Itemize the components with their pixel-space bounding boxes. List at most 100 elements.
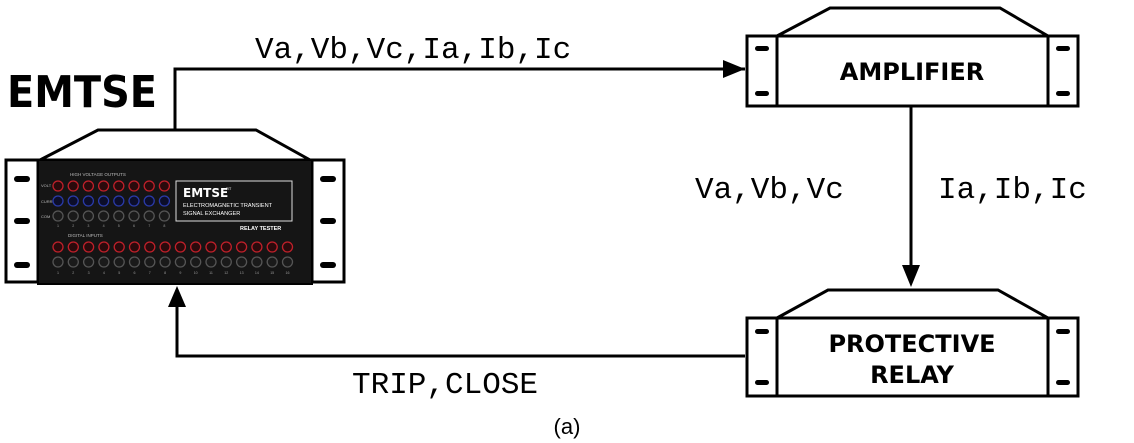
curr-jack xyxy=(97,195,110,207)
panel-row-volt: VOLT xyxy=(41,183,52,188)
digital-channel-number: 3 xyxy=(88,271,90,275)
digital-input-jack xyxy=(144,241,156,253)
digital-input-jack xyxy=(281,241,294,253)
arrowhead-to-relay xyxy=(902,265,920,287)
amplifier-top-cover xyxy=(776,6,1054,38)
signal-label-trip-close: TRIP,CLOSE xyxy=(352,368,538,403)
digital-input-jack xyxy=(190,241,202,253)
digital-input-com-jack xyxy=(52,256,64,268)
digital-input-jack xyxy=(205,241,217,253)
emtse-title: EMTSE xyxy=(7,67,157,118)
volt-jack xyxy=(82,180,95,192)
digital-input-com-jack xyxy=(220,256,232,268)
channel-number: 5 xyxy=(118,224,120,228)
digital-input-jack xyxy=(266,241,278,253)
relay-label-line1: PROTECTIVE xyxy=(828,330,995,358)
digital-input-jack xyxy=(82,241,95,253)
channel-number: 8 xyxy=(163,224,165,228)
digital-input-jack xyxy=(113,241,125,253)
digital-channel-number: 7 xyxy=(149,271,151,275)
digital-input-jack xyxy=(174,241,187,253)
channel-number: 2 xyxy=(72,224,74,228)
panel-row-com: COM xyxy=(41,214,50,219)
digital-input-com-jack xyxy=(190,256,202,268)
panel-section-digital: DIGITAL INPUTS xyxy=(68,233,103,238)
volt-jack xyxy=(113,180,125,192)
digital-channel-number: 14 xyxy=(255,271,259,275)
relay-label-line2: RELAY xyxy=(870,361,954,389)
digital-input-com-jack xyxy=(98,256,110,268)
digital-channel-number: 13 xyxy=(240,271,244,275)
digital-channel-number: 9 xyxy=(179,271,181,275)
digital-input-com-jack xyxy=(159,256,171,268)
digital-input-jack xyxy=(98,241,110,253)
digital-input-com-jack xyxy=(281,256,294,268)
digital-input-jack xyxy=(251,241,263,253)
signal-line-trip-close xyxy=(175,305,745,358)
digital-input-jack xyxy=(67,241,79,253)
digital-channel-number: 4 xyxy=(103,271,105,275)
panel-row-curr: CURR xyxy=(41,199,53,204)
display-line1: ELECTROMAGNETIC TRANSIENT xyxy=(183,203,273,209)
digital-channel-number: 11 xyxy=(209,271,213,275)
channel-number: 3 xyxy=(87,224,89,228)
com-jack xyxy=(52,210,64,222)
digital-input-jack xyxy=(159,241,171,253)
digital-channel-number: 12 xyxy=(224,271,228,275)
curr-jack xyxy=(113,195,125,207)
com-jack xyxy=(97,210,110,222)
curr-jack xyxy=(82,195,95,207)
curr-jack xyxy=(52,195,64,207)
digital-input-jack xyxy=(52,241,64,253)
signal-label-voltages: Va,Vb,Vc xyxy=(695,173,844,208)
channel-number: 4 xyxy=(103,224,105,228)
channel-number: 1 xyxy=(57,224,59,228)
signal-line-to-amplifier xyxy=(173,67,745,130)
com-jack xyxy=(82,210,95,222)
curr-jack xyxy=(143,195,155,207)
arrowhead-to-emtse xyxy=(168,286,186,307)
volt-jack xyxy=(52,180,64,192)
digital-channel-number: 1 xyxy=(57,271,59,275)
volt-jack xyxy=(158,180,171,192)
digital-channel-number: 5 xyxy=(118,271,120,275)
relay-body xyxy=(775,316,1050,398)
digital-channel-number: 6 xyxy=(134,271,136,275)
protective-relay-device: PROTECTIVE RELAY xyxy=(745,288,1080,398)
emtse-top-cover xyxy=(39,128,316,162)
com-jack xyxy=(67,210,79,222)
amplifier-label: AMPLIFIER xyxy=(840,58,984,86)
curr-jack xyxy=(67,195,79,207)
com-jack xyxy=(143,210,155,222)
digital-channel-number: 2 xyxy=(72,271,74,275)
volt-jack xyxy=(143,180,155,192)
amplifier-body xyxy=(775,34,1050,108)
com-jack xyxy=(158,210,171,222)
volt-jack xyxy=(67,180,79,192)
curr-jack xyxy=(158,195,171,207)
com-jack xyxy=(128,210,140,222)
digital-input-com-jack xyxy=(144,256,156,268)
panel-section-high-voltage: HIGH VOLTAGE OUTPUTS xyxy=(70,172,126,177)
volt-jack xyxy=(97,180,110,192)
digital-input-com-jack xyxy=(251,256,263,268)
digital-input-jack xyxy=(235,241,248,253)
arrowhead-to-amplifier xyxy=(723,60,745,78)
digital-input-com-jack xyxy=(235,256,248,268)
display-footer: RELAY TESTER xyxy=(240,226,281,232)
digital-input-com-jack xyxy=(128,256,141,268)
digital-input-com-jack xyxy=(205,256,217,268)
signal-label-top: Va,Vb,Vc,Ia,Ib,Ic xyxy=(255,33,571,68)
curr-jack xyxy=(128,195,140,207)
display-superscript: RT xyxy=(226,186,232,191)
digital-input-com-jack xyxy=(174,256,187,268)
digital-input-jack xyxy=(220,241,232,253)
display-line2: SIGNAL EXCHANGER xyxy=(183,211,240,217)
digital-input-com-jack xyxy=(113,256,125,268)
emtse-display xyxy=(175,180,293,222)
digital-channel-number: 8 xyxy=(164,271,166,275)
amplifier-device: AMPLIFIER xyxy=(745,6,1080,108)
